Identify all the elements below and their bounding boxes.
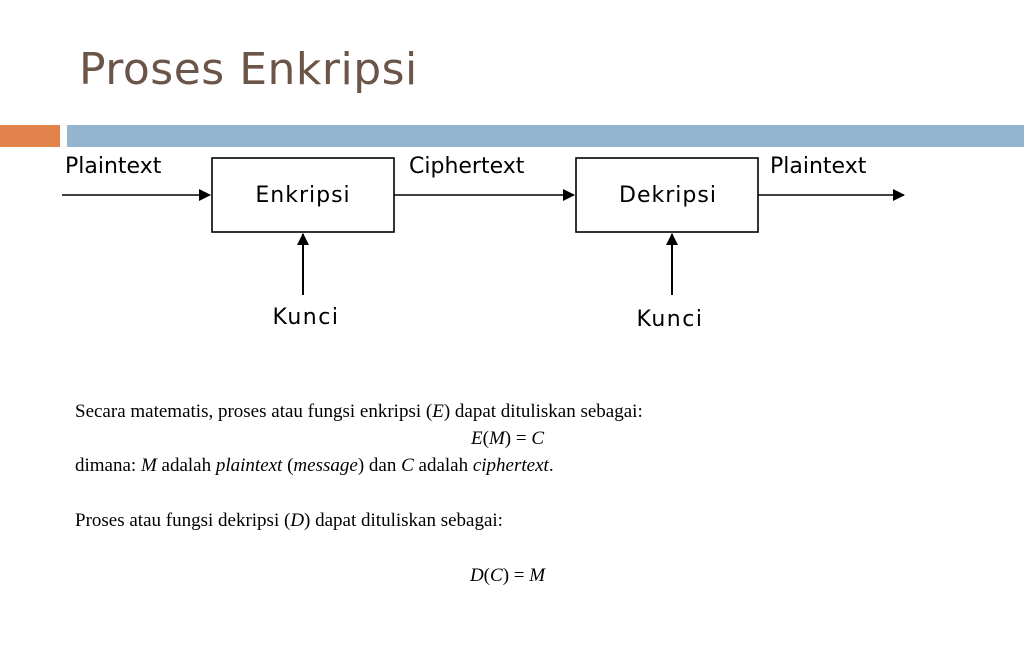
text-segment: Proses atau fungsi dekripsi (	[75, 510, 291, 531]
spacer	[75, 534, 955, 562]
decryption-description: Proses atau fungsi dekripsi (D) dapat di…	[75, 507, 955, 534]
text-segment: dimana:	[75, 455, 141, 476]
input-label: Plaintext	[65, 154, 162, 179]
text-segment: adalah	[156, 455, 216, 476]
text-segment: ) dapat dituliskan sebagai:	[443, 401, 643, 422]
text-segment: ciphertext	[472, 455, 549, 476]
middle-label: Ciphertext	[409, 154, 525, 179]
decrypt-box	[575, 157, 759, 233]
formula-part: (	[482, 428, 489, 449]
explanation-text: Secara matematis, proses atau fungsi enk…	[75, 398, 955, 589]
title-divider-bar	[67, 125, 1024, 147]
text-segment: ) dan	[357, 455, 402, 476]
variable-description: dimana: M adalah plaintext (message) dan…	[75, 452, 955, 479]
text-segment: .	[548, 455, 554, 476]
output-label: Plaintext	[770, 154, 867, 179]
text-segment: C	[401, 455, 414, 476]
formula-part: C	[490, 565, 503, 586]
text-segment: adalah	[413, 455, 473, 476]
text-segment: (	[282, 455, 294, 476]
title-accent-bar	[0, 125, 60, 147]
formula-part: M	[529, 565, 546, 586]
formula-part: E	[471, 428, 483, 449]
text-segment: M	[140, 455, 157, 476]
encrypt-box-label: Enkripsi	[255, 183, 350, 208]
text-segment: plaintext	[215, 455, 283, 476]
formula-part: ) =	[502, 565, 530, 586]
slide-title: Proses Enkripsi	[79, 44, 418, 95]
formula-part: D	[469, 565, 484, 586]
text-segment: message	[293, 455, 358, 476]
formula-part: ) =	[504, 428, 532, 449]
formula-part: C	[531, 428, 544, 449]
encryption-description: Secara matematis, proses atau fungsi enk…	[75, 398, 955, 425]
decrypt-box-label: Dekripsi	[619, 183, 717, 208]
encryption-formula: E(M) = C	[75, 425, 955, 452]
text-segment: D	[290, 510, 305, 531]
encrypt-key-label: Kunci	[273, 305, 340, 330]
decrypt-key-label: Kunci	[637, 307, 704, 332]
text-segment: Secara matematis, proses atau fungsi enk…	[75, 401, 433, 422]
text-segment: E	[432, 401, 444, 422]
decryption-formula: D(C) = M	[75, 562, 955, 589]
formula-part: M	[488, 428, 505, 449]
text-segment: ) dapat dituliskan sebagai:	[304, 510, 503, 531]
formula-part: (	[483, 565, 490, 586]
spacer	[75, 479, 955, 507]
